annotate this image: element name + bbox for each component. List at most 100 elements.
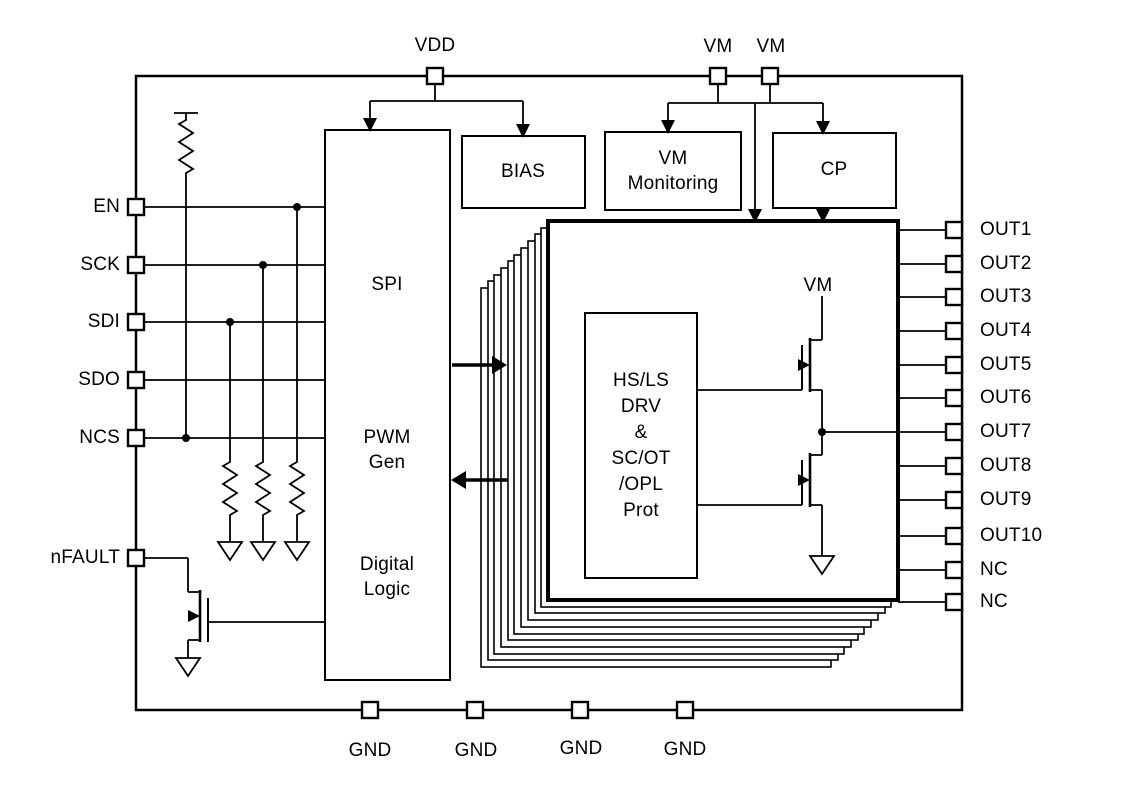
- digital-logic-line-2: Logic: [363, 579, 411, 600]
- pin-vm-2: [760, 66, 780, 86]
- arrow-into-cp-icon: [816, 121, 830, 135]
- junction-dot: [226, 318, 234, 326]
- arrow-into-bridge-icon: [816, 209, 830, 223]
- arrow-into-bridge-icon: [748, 209, 762, 223]
- pin-en: [126, 197, 146, 217]
- pin-out4: [944, 321, 964, 341]
- pin-vm-1: [708, 66, 728, 86]
- pin-sck: [126, 255, 146, 275]
- pin-out5: [944, 355, 964, 375]
- left-signal-wires: [144, 112, 325, 559]
- pin-sdo: [126, 370, 146, 390]
- junction-dot: [293, 203, 301, 211]
- pin-pads: [126, 66, 964, 720]
- pin-label-out9: OUT9: [980, 489, 1032, 510]
- pin-gnd-4: [675, 700, 695, 720]
- pin-out3: [944, 287, 964, 307]
- pin-label-gnd-2: GND: [454, 740, 498, 761]
- pin-label-nfault: nFAULT: [50, 547, 120, 568]
- gate-driver-block: [584, 312, 698, 579]
- arrow-right-icon: [492, 356, 507, 374]
- pin-label-out3: OUT3: [980, 286, 1032, 307]
- pin-gnd-1: [360, 700, 380, 720]
- nfault-mosfet-icon: [187, 558, 325, 658]
- high-side-mosfet-icon: [697, 296, 823, 432]
- pin-out2: [944, 254, 964, 274]
- pin-label-ncs: NCS: [79, 427, 120, 448]
- pullup-wire: [174, 112, 198, 438]
- pulldown-resistor-icon: [221, 455, 239, 522]
- cp-block: [772, 132, 897, 209]
- output-wires: [898, 229, 946, 603]
- pin-vdd: [425, 66, 445, 86]
- pin-label-vm-1: VM: [703, 36, 733, 57]
- vm-monitoring-block-label: VM Monitoring: [628, 146, 719, 196]
- gate-driver-line-2: DRV: [620, 396, 662, 417]
- vm-monitoring-block: [604, 131, 742, 211]
- gate-driver-line-1: HS/LS: [613, 370, 669, 391]
- pullup-resistor-icon: [177, 113, 195, 190]
- gate-driver-block-label: HS/LS DRV & SC/OT /OPL Prot: [611, 368, 670, 524]
- pin-label-sck: SCK: [80, 254, 120, 275]
- bias-block-label: BIAS: [500, 161, 546, 182]
- pin-label-out10: OUT10: [980, 525, 1043, 546]
- pin-label-out5: OUT5: [980, 354, 1032, 375]
- gate-driver-line-3: &: [634, 422, 648, 443]
- ground-icons-left: [174, 541, 311, 678]
- junction-dot: [818, 428, 826, 436]
- bridge-to-pwm-arrow: [451, 471, 508, 489]
- junction-dot: [182, 434, 190, 442]
- junction-dot: [259, 261, 267, 269]
- pin-label-out4: OUT4: [980, 320, 1032, 341]
- pin-nc-1: [944, 560, 964, 580]
- arrow-left-icon: [451, 471, 466, 489]
- pin-gnd-3: [570, 700, 590, 720]
- vm-monitoring-line-1: VM: [658, 148, 688, 169]
- ground-icon: [283, 541, 311, 562]
- pin-label-nc-2: NC: [980, 591, 1008, 612]
- vm-tree-wire: [667, 84, 824, 219]
- pin-out6: [944, 388, 964, 408]
- ground-icon: [216, 541, 244, 562]
- pin-sdi: [126, 312, 146, 332]
- pwm-gen-block-label: PWM Gen: [363, 425, 410, 475]
- spi-to-bridge-arrow: [452, 356, 507, 374]
- arrow-into-bias-icon: [516, 124, 530, 138]
- pin-label-out6: OUT6: [980, 387, 1032, 408]
- gate-driver-line-5: /OPL: [618, 474, 664, 495]
- pin-label-out8: OUT8: [980, 455, 1032, 476]
- pin-label-sdo: SDO: [78, 369, 120, 390]
- pulldown-resistor-icon: [254, 455, 272, 522]
- pulldown-resistor-icon: [288, 455, 306, 522]
- pin-label-gnd-3: GND: [559, 738, 603, 759]
- pin-ncs: [126, 428, 146, 448]
- arrow-into-vm-monitoring-icon: [661, 120, 675, 134]
- vm-monitoring-line-2: Monitoring: [627, 173, 719, 194]
- pin-nc-2: [944, 592, 964, 612]
- vm-net-label: VM: [803, 275, 833, 296]
- pin-out9: [944, 490, 964, 510]
- ground-icon: [808, 555, 836, 576]
- mosfet-body-arrow-icon: [188, 610, 200, 622]
- cp-block-label: CP: [820, 159, 848, 180]
- arrow-into-spi-icon: [363, 118, 377, 132]
- pin-label-vm-2: VM: [756, 36, 786, 57]
- digital-logic-block-label: Digital Logic: [360, 552, 414, 602]
- gate-driver-line-6: Prot: [623, 500, 659, 521]
- pin-out8: [944, 456, 964, 476]
- resistor-icons: [177, 113, 306, 522]
- pin-label-nc-1: NC: [980, 559, 1008, 580]
- spi-block-label: SPI: [371, 274, 403, 295]
- ground-icon: [249, 541, 277, 562]
- pin-label-gnd-4: GND: [663, 739, 707, 760]
- vdd-tree-wire: [369, 84, 524, 126]
- mosfet-body-arrow-icon: [798, 359, 810, 371]
- digital-logic-line-1: Digital: [359, 554, 415, 575]
- pulldown-wires: [229, 207, 298, 542]
- pin-out7: [944, 422, 964, 442]
- pwm-gen-line-2: Gen: [368, 452, 406, 473]
- low-side-mosfet-icon: [697, 432, 823, 556]
- spi-pwm-logic-block: [324, 129, 451, 681]
